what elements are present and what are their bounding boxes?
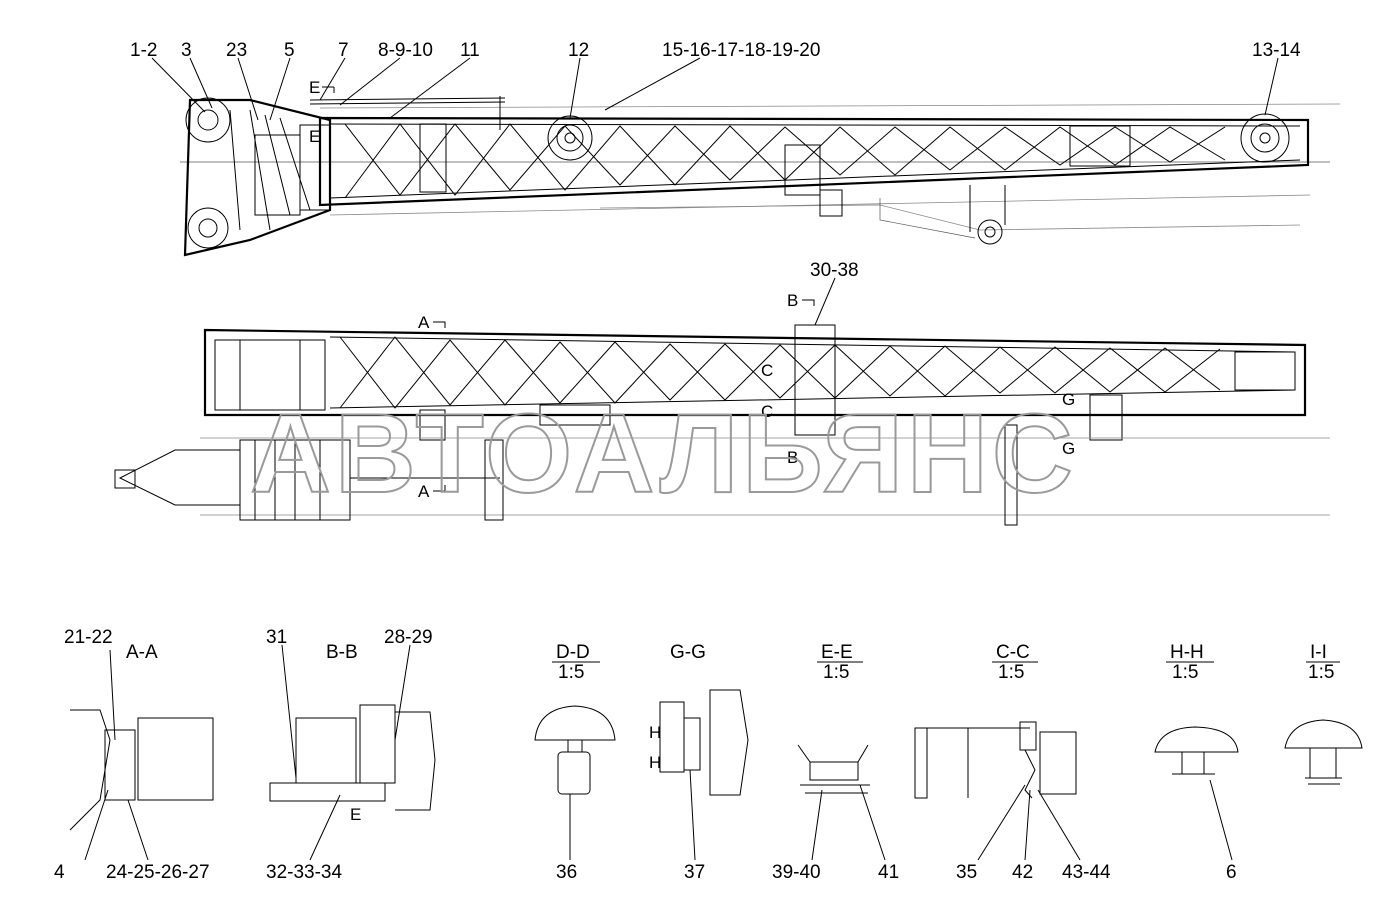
callout-7: 7 [338,40,349,61]
callout-37: 37 [684,862,705,883]
section-aa-title: A-A [126,642,158,663]
marker-bb-e: E [350,805,361,824]
section-cc-callouts: 35 42 43-44 [956,862,1111,883]
section-aa-drawing [69,649,214,861]
callout-43-44: 43-44 [1062,862,1111,883]
marker-c-top: C [761,361,773,380]
callout-11: 11 [460,40,480,61]
boom-plan-view [114,324,1330,526]
marker-a-bottom: A [418,482,430,501]
callout-1-2: 1-2 [130,40,157,61]
callout-31: 31 [266,627,287,648]
section-gg-title: G-G [670,642,706,663]
section-cc-title: C-C [996,642,1030,663]
marker-c-bottom: C [761,402,773,421]
callout-6: 6 [1226,862,1237,883]
plan-section-markers: B A C C G G B A [418,291,1075,501]
callout-5: 5 [284,40,295,61]
section-gg-callouts: H H [649,723,661,772]
e-section-markers: E E [309,78,335,146]
top-leaders [151,57,1279,121]
callout-23: 23 [226,40,247,61]
callout-28-29: 28-29 [384,627,433,648]
marker-b-top: B [787,291,798,310]
marker-gg-h-upper: H [649,723,661,742]
section-cc-scale: 1:5 [998,662,1024,683]
section-dd-title: D-D [556,642,590,663]
marker-gg-h-lower: H [649,753,661,772]
marker-b-bottom: B [787,448,798,467]
callout-30-38: 30-38 [810,260,859,281]
callout-13-14: 13-14 [1252,40,1301,61]
section-ii-drawing [1284,719,1363,785]
section-ee-scale: 1:5 [823,662,849,683]
callout-32-34: 32-33-34 [266,862,342,883]
section-ee-callouts: 39-40 41 [772,862,899,883]
section-hh-title: H-H [1170,642,1204,663]
callout-36: 36 [556,862,577,883]
section-hh-scale: 1:5 [1172,662,1198,683]
callout-21-22: 21-22 [64,627,113,648]
watermark: АВТОАЛЬЯНС [250,391,1077,516]
callout-3: 3 [181,40,192,61]
section-bb-title: B-B [326,642,358,663]
section-dd-drawing [534,705,616,860]
section-ii-title: I-I [1310,642,1327,663]
callout-24-27: 24-25-26-27 [106,862,210,883]
marker-e-top: E [309,78,320,97]
marker-g-bottom: G [1062,439,1075,458]
section-ee-drawing [797,744,886,861]
section-dd-scale: 1:5 [558,662,584,683]
callout-42: 42 [1012,862,1033,883]
section-ii-scale: 1:5 [1308,662,1334,683]
marker-a-top: A [418,313,430,332]
section-bb-callouts: 31 28-29 32-33-34 [266,627,433,883]
section-aa-callouts: 21-22 4 24-25-26-27 [54,627,210,883]
section-hh-drawing [1154,726,1239,861]
boom-side-view [180,96,1341,257]
callout-39-40: 39-40 [772,862,821,883]
top-view-callouts: 1-2 3 23 5 7 8-9-10 11 12 15-16-17-18-19… [130,40,1301,61]
callout-41: 41 [878,862,899,883]
section-titles: A-A B-B D-D 1:5 G-G E-E 1:5 C-C 1:5 H-H … [126,642,1340,683]
section-cc-drawing [914,721,1081,861]
section-ee-title: E-E [821,642,853,663]
section-gg-drawing [659,689,749,861]
callout-35: 35 [956,862,977,883]
section-bb-drawing: E [269,644,436,861]
callout-12: 12 [568,40,589,61]
marker-e-bottom: E [309,127,320,146]
callout-4: 4 [54,862,65,883]
callout-8-9-10: 8-9-10 [378,40,433,61]
middle-view-callouts: 30-38 [810,260,859,326]
marker-g-top: G [1062,390,1075,409]
callout-15-20: 15-16-17-18-19-20 [662,40,820,61]
